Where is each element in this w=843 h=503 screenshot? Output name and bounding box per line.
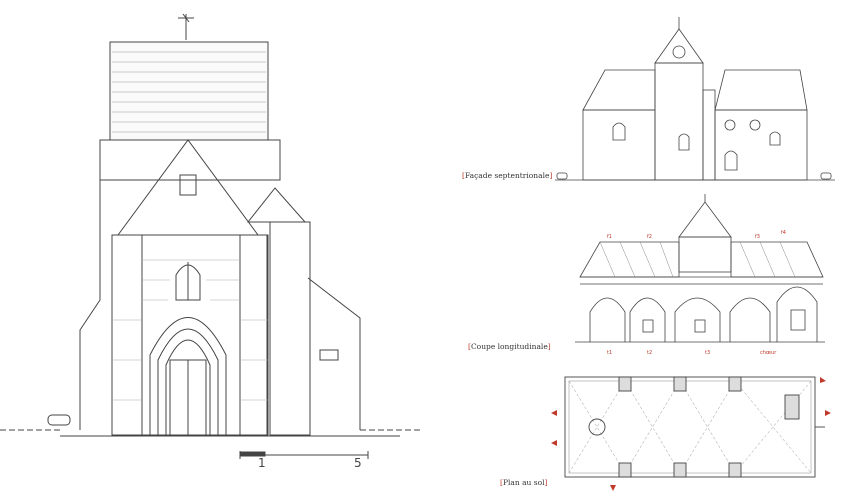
- plan-svg: [551, 376, 831, 491]
- caption-facade-close: ]: [549, 171, 553, 180]
- caption-facade-text: Façade septentrionale: [464, 171, 550, 180]
- section-svg: f1 f2 f3 f4 t1 t2 t3 chœur: [575, 194, 825, 356]
- caption-plan: [Plan au sol]: [500, 478, 547, 487]
- scale-label-left: 1: [258, 456, 266, 470]
- section-annot-f1: f1: [607, 234, 612, 240]
- section-annot-t1: t1: [607, 350, 612, 356]
- caption-plan-text: Plan au sol: [502, 478, 545, 487]
- north-facade-drawing: [555, 15, 835, 185]
- section-annot-f2: f2: [647, 234, 652, 240]
- section-annot-t3: t3: [705, 350, 710, 356]
- section-annot-f4: f4: [781, 230, 786, 236]
- scale-label-right: 5: [354, 456, 362, 470]
- caption-section-text: Coupe longitudinale: [470, 342, 548, 351]
- section-annot-f3: f3: [755, 234, 760, 240]
- ground-plan-drawing: [545, 365, 835, 495]
- facade-elevation-svg: [0, 13, 420, 459]
- north-facade-svg: [555, 17, 835, 181]
- caption-section-close: ]: [547, 342, 551, 351]
- caption-plan-open: [: [500, 478, 503, 487]
- section-annot-t2: t2: [647, 350, 652, 356]
- longitudinal-section-drawing: f1 f2 f3 f4 t1 t2 t3 chœur: [555, 192, 835, 360]
- caption-facade: [Façade septentrionale]: [462, 171, 552, 180]
- section-annot-choeur: chœur: [760, 350, 777, 356]
- caption-section-open: [: [468, 342, 471, 351]
- caption-facade-open: [: [462, 171, 465, 180]
- caption-section: [Coupe longitudinale]: [468, 342, 551, 351]
- caption-plan-close: ]: [544, 478, 548, 487]
- west-facade-drawing: 1 5: [0, 13, 420, 470]
